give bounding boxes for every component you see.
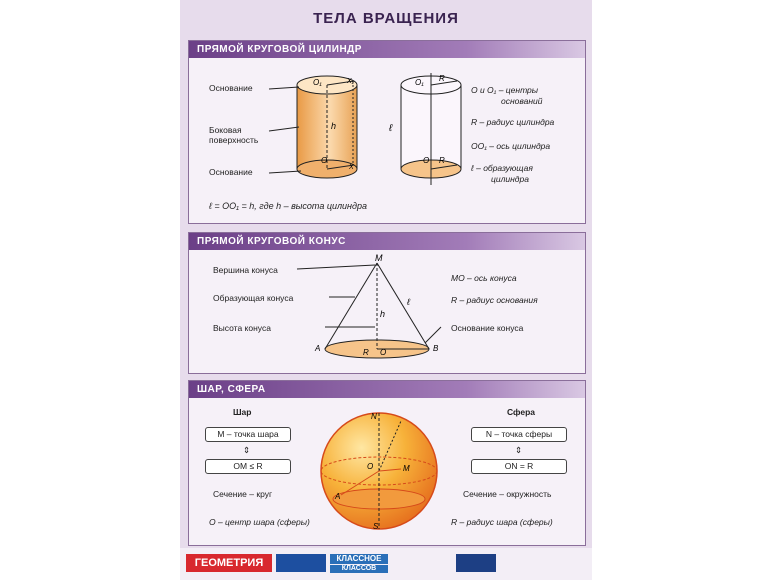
sphere-cond-box: ON = R xyxy=(471,459,567,474)
footer-badge: КЛАССНОЕ xyxy=(330,554,388,564)
cone-def-axis: MO – ось конуса xyxy=(451,273,517,283)
sphere-section-text: Сечение – окружность xyxy=(463,489,552,499)
footer-publisher-logo xyxy=(456,554,496,572)
cone-label-vertex: Вершина конуса xyxy=(213,265,278,275)
footer-geometry: ГЕОМЕТРИЯ xyxy=(186,554,272,572)
sphere-header: ШАР, СФЕРА xyxy=(189,381,585,398)
cylinder-figures: O₁ O h X₁ X ℓ O₁ R O R xyxy=(268,73,462,185)
cyl-def-centers-2: оснований xyxy=(501,96,543,106)
cone-label-generator: Образующая конуса xyxy=(213,293,294,303)
cyl-label-base-bottom: Основание xyxy=(209,167,253,177)
cyl-formula: ℓ = OO₁ = h, где h – высота цилиндра xyxy=(209,201,367,211)
footer-logo-block xyxy=(276,554,326,572)
ball-point-box: M – точка шара xyxy=(205,427,291,442)
cyl-def-generator-1: ℓ – образующая xyxy=(471,163,533,173)
sphere-figure: N O M A S xyxy=(320,412,438,531)
cyl-def-radius: R – радиус цилиндра xyxy=(471,117,555,127)
cone-m: M xyxy=(375,253,383,263)
footer-badge-sub: КЛАССОВ xyxy=(330,565,388,573)
sphere-radius: R – радиус шара (сферы) xyxy=(451,517,553,527)
cone-a: A xyxy=(314,344,320,353)
cyl2-o1: O₁ xyxy=(415,78,424,87)
sph-s: S xyxy=(373,522,379,531)
cyl-x1: X₁ xyxy=(346,78,355,85)
sphere-arrow: ⇕ xyxy=(515,445,523,455)
cone-label-height: Высота конуса xyxy=(213,323,271,333)
cone-def-radius: R – радиус основания xyxy=(451,295,538,305)
cone-label-base: Основание конуса xyxy=(451,323,524,333)
cyl-def-generator-2: цилиндра xyxy=(491,174,529,184)
cyl-h: h xyxy=(331,121,336,131)
poster: ТЕЛА ВРАЩЕНИЯ ПРЯМОЙ КРУГОВОЙ ЦИЛИНДР xyxy=(180,0,592,580)
cyl-l: ℓ xyxy=(388,123,393,134)
cone-o: O xyxy=(380,348,386,357)
cyl-x: X xyxy=(348,164,354,171)
cylinder-outline xyxy=(400,73,462,185)
cyl-o: O xyxy=(321,156,327,165)
ball-section: Сечение – круг xyxy=(213,489,273,499)
footer: ГЕОМЕТРИЯ КЛАССНОЕ КЛАССОВ xyxy=(180,548,592,580)
sphere-section: ШАР, СФЕРА N O M A S Шар M – точка шара … xyxy=(188,380,586,546)
cone-l: ℓ xyxy=(406,297,410,307)
cyl-o1: O₁ xyxy=(313,78,322,87)
cone-section: ПРЯМОЙ КРУГОВОЙ КОНУС M A B O R h ℓ Верш… xyxy=(188,232,586,374)
cylinder-shaded xyxy=(296,75,358,179)
cone-figure: M A B O R h ℓ xyxy=(296,253,442,359)
cyl2-o: O xyxy=(423,156,429,165)
cone-b: B xyxy=(433,344,439,353)
cylinder-header: ПРЯМОЙ КРУГОВОЙ ЦИЛИНДР xyxy=(189,41,585,58)
sph-a: A xyxy=(334,492,340,501)
cone-header: ПРЯМОЙ КРУГОВОЙ КОНУС xyxy=(189,233,585,250)
sphere-title: Сфера xyxy=(507,407,535,417)
ball-center: O – центр шара (сферы) xyxy=(209,517,310,527)
cyl-label-lateral-2: поверхность xyxy=(209,135,259,145)
cyl-def-axis: OO₁ – ось цилиндра xyxy=(471,141,551,151)
sph-n: N xyxy=(371,412,377,421)
ball-arrow: ⇕ xyxy=(243,445,251,455)
cylinder-section: ПРЯМОЙ КРУГОВОЙ ЦИЛИНДР xyxy=(188,40,586,224)
ball-cond-box: OM ≤ R xyxy=(205,459,291,474)
cone-r: R xyxy=(363,348,369,357)
cyl2-r-top: R xyxy=(439,74,445,83)
cyl2-r-bottom: R xyxy=(439,156,445,165)
sph-m: M xyxy=(403,464,410,473)
cyl-label-lateral-1: Боковая xyxy=(209,125,242,135)
sphere-point-box: N – точка сферы xyxy=(471,427,567,442)
ball-title: Шар xyxy=(233,407,252,417)
cyl-label-base-top: Основание xyxy=(209,83,253,93)
cyl-def-centers-1: O и O₁ – центры xyxy=(471,85,539,95)
poster-title: ТЕЛА ВРАЩЕНИЯ xyxy=(313,10,459,27)
sph-o: O xyxy=(367,462,373,471)
cone-h: h xyxy=(380,309,385,319)
